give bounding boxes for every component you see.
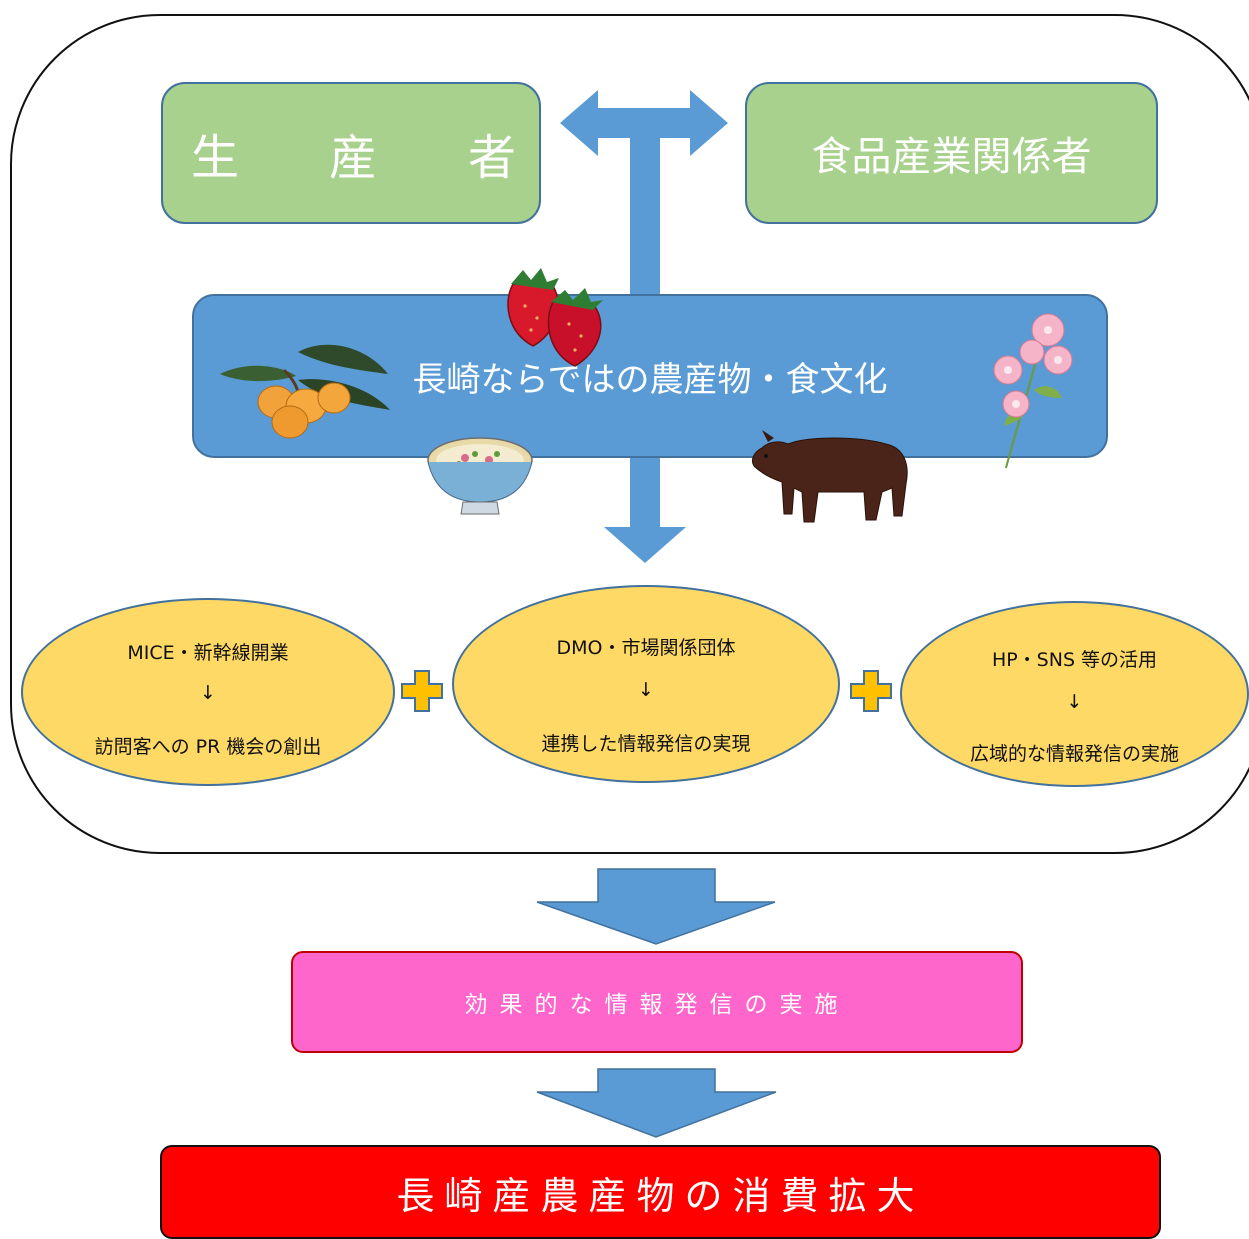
ellipse-mice: MICE・新幹線開業 ↓ 訪問客への PR 機会の創出: [21, 598, 395, 786]
down-arrow-1: [536, 868, 776, 945]
ellipse-dmo: DMO・市場関係団体 ↓ 連携した情報発信の実現: [452, 585, 840, 783]
ellipse-mice-arrow: ↓: [200, 682, 216, 704]
consumption-box: 長崎産農産物の消費拡大: [160, 1145, 1161, 1239]
consumption-label: 長崎産農産物の消費拡大: [396, 1173, 925, 1218]
double-arrow: [560, 90, 728, 156]
ellipse-sns: HP・SNS 等の活用 ↓ 広域的な情報発信の実施: [900, 601, 1249, 787]
producer-box: 生 産 者: [161, 82, 541, 224]
ellipse-mice-bottom: 訪問客への PR 機会の創出: [94, 736, 322, 758]
ellipse-dmo-bottom: 連携した情報発信の実現: [541, 733, 751, 755]
flower-icon: [993, 313, 1073, 469]
loquat-icon: [220, 344, 390, 439]
producer-char-1: 生: [191, 130, 240, 186]
local-produce-label: 長崎ならではの農産物・食文化: [412, 359, 888, 400]
effective-info-label: 効果的な情報発信の実施: [464, 992, 850, 1018]
ellipse-mice-top: MICE・新幹線開業: [127, 642, 289, 664]
cow-icon: [751, 430, 908, 523]
plus-icon-2: [850, 670, 892, 712]
food-industry-box: 食品産業関係者: [745, 82, 1158, 224]
ellipse-sns-arrow: ↓: [1066, 691, 1083, 713]
ellipse-sns-top: HP・SNS 等の活用: [991, 649, 1158, 671]
plus-icon-1: [401, 670, 443, 712]
strawberry-icon: [507, 268, 603, 367]
down-arrow-2: [536, 1068, 777, 1138]
local-produce-box: 長崎ならではの農産物・食文化: [192, 294, 1108, 458]
ellipse-sns-bottom: 広域的な情報発信の実施: [969, 743, 1179, 765]
soup-bowl-icon: [427, 437, 533, 515]
producer-char-2: 産: [329, 130, 378, 186]
outer-frame: [10, 14, 1249, 854]
ellipse-dmo-top: DMO・市場関係団体: [556, 637, 736, 659]
ellipse-dmo-arrow: ↓: [638, 679, 654, 701]
producer-char-3: 者: [468, 130, 517, 186]
effective-info-box: 効果的な情報発信の実施: [291, 951, 1023, 1053]
food-industry-label: 食品産業関係者: [811, 134, 1092, 180]
vertical-stem-top: [630, 136, 660, 301]
down-arrow-center: [604, 455, 686, 563]
